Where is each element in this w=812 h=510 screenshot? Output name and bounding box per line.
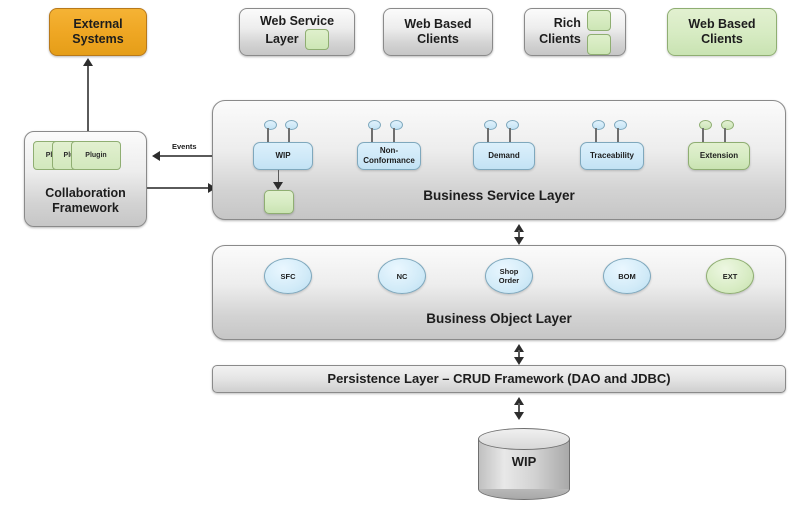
service-wip-label: WIP [275, 151, 291, 160]
plugin-square-icon [586, 33, 611, 55]
business-object-bom[interactable]: BOM [603, 258, 651, 294]
edge-wip-to-ext-arrowhead [273, 182, 283, 190]
service-traceability-label: Traceability [589, 151, 635, 160]
external-systems-line2: Systems [72, 32, 124, 46]
service-non-conformance[interactable]: Non- Conformance [357, 142, 421, 170]
plugin-stack: Pl Plu Plugin [33, 141, 121, 170]
plugin-label-3: Plugin [85, 152, 107, 159]
edge-events-arrowhead [152, 151, 160, 161]
edge-events-line [160, 155, 214, 157]
service-traceability[interactable]: Traceability [580, 142, 644, 170]
business-service-layer-title: Business Service Layer [423, 188, 575, 203]
service-non-conformance-line1: Non- [379, 146, 399, 155]
web-based-clients-grey-box[interactable]: Web Based Clients [383, 8, 493, 56]
plugin-square-icon [304, 29, 329, 51]
rich-clients-box[interactable]: Rich Clients [524, 8, 626, 56]
web-service-layer-box[interactable]: Web Service Layer [239, 8, 355, 56]
edge-bsl-bol-line [518, 230, 520, 239]
persistence-layer-box[interactable]: Persistence Layer – CRUD Framework (DAO … [212, 365, 786, 393]
persistence-layer-title: Persistence Layer – CRUD Framework (DAO … [327, 371, 671, 387]
business-object-bom-label: BOM [618, 271, 636, 281]
business-object-ext[interactable]: EXT [706, 258, 754, 294]
service-demand-label: Demand [488, 151, 520, 160]
collaboration-framework-line2: Framework [52, 201, 119, 216]
business-object-nc[interactable]: NC [378, 258, 426, 294]
business-object-ext-label: EXT [722, 271, 738, 281]
wip-extension-box[interactable] [264, 190, 294, 214]
edge-bsl-bol-arrow-up [514, 224, 524, 232]
plugin-label-1: Pl [45, 152, 53, 159]
business-object-sfc-label: SFC [280, 271, 296, 281]
web-based-clients-green-line2: Clients [701, 32, 743, 46]
database-cylinder-wip[interactable]: WIP [478, 428, 570, 500]
edge-events-label: Events [172, 142, 197, 151]
collaboration-framework-line1: Collaboration [45, 185, 126, 200]
edge-collab-to-external-line [87, 64, 89, 131]
web-based-clients-grey-line2: Clients [417, 32, 459, 46]
edge-bsl-bol-arrow-down [514, 237, 524, 245]
edge-persistence-db-arrow-up [514, 397, 524, 405]
rich-clients-line2: Clients [539, 32, 581, 46]
business-object-nc-label: NC [396, 271, 408, 281]
web-service-layer-line2: Layer [265, 32, 299, 46]
service-non-conformance-line2: Conformance [363, 156, 415, 165]
service-demand[interactable]: Demand [473, 142, 535, 170]
external-systems-line1: External [73, 17, 123, 32]
plugin-label-2: Plu [63, 152, 75, 159]
business-object-layer-title: Business Object Layer [426, 311, 572, 326]
business-object-shop-order-line2: Order [498, 276, 520, 285]
business-object-sfc[interactable]: SFC [264, 258, 312, 294]
edge-bol-persistence-line [518, 350, 520, 359]
edge-bol-persistence-arrow-up [514, 344, 524, 352]
edge-collab-to-external-arrowhead [83, 58, 93, 66]
edge-collab-to-bsl-line [147, 187, 213, 189]
service-wip[interactable]: WIP [253, 142, 313, 170]
business-object-shop-order[interactable]: Shop Order [485, 258, 533, 294]
database-top-ellipse [478, 428, 570, 450]
plugin-box-3[interactable]: Plugin [71, 141, 121, 170]
edge-persistence-db-arrow-down [514, 412, 524, 420]
web-based-clients-grey-line1: Web Based [404, 17, 472, 32]
web-service-layer-line1: Web Service [259, 13, 335, 28]
edge-wip-to-ext-line [277, 170, 279, 184]
service-extension-label: Extension [699, 151, 739, 160]
business-object-shop-order-line1: Shop [499, 267, 519, 276]
edge-bol-persistence-arrow-down [514, 357, 524, 365]
database-label: WIP [511, 454, 537, 469]
rich-clients-line1: Rich [553, 16, 581, 31]
external-systems-box[interactable]: External Systems [49, 8, 147, 56]
plugin-square-icon [586, 9, 611, 31]
edge-persistence-db-line [518, 403, 520, 414]
web-based-clients-green-box[interactable]: Web Based Clients [667, 8, 777, 56]
web-based-clients-green-line1: Web Based [688, 17, 756, 32]
service-extension[interactable]: Extension [688, 142, 750, 170]
